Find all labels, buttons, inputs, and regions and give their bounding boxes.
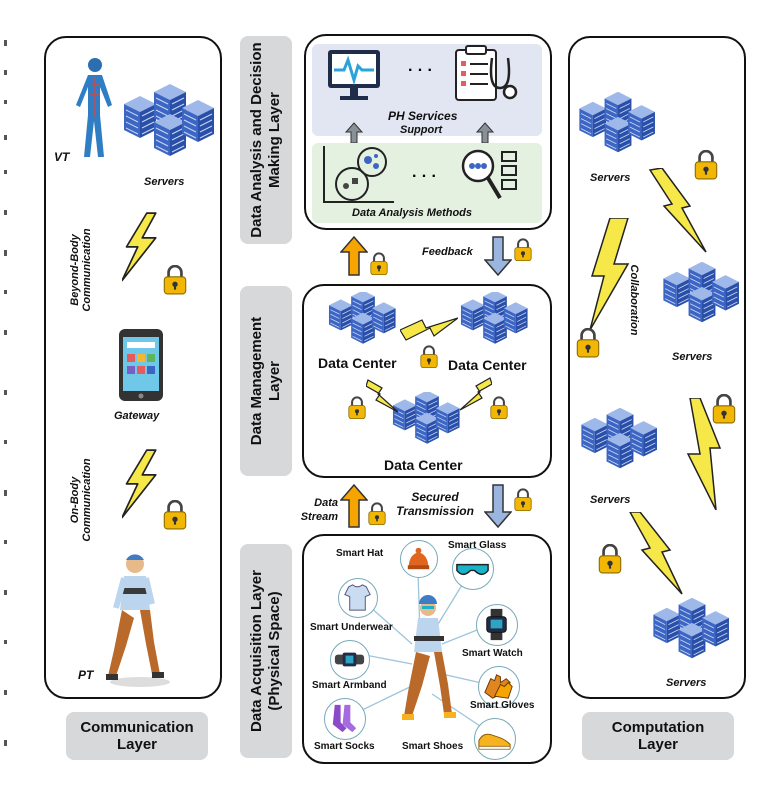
smart-shoes-label: Smart Shoes <box>402 741 464 752</box>
servers-label: Servers <box>666 677 707 689</box>
servers-icon <box>650 598 734 668</box>
smart-glass-label: Smart Glass <box>448 540 507 551</box>
smart-hat-icon <box>400 540 438 578</box>
ph-services-label: PH Services <box>388 109 458 123</box>
up-arrow-icon <box>345 122 363 144</box>
medical-report-icon <box>455 45 518 101</box>
lock-icon <box>576 328 600 358</box>
servers-label: Servers <box>590 494 631 506</box>
servers-icon <box>660 262 744 332</box>
secured-transmission-label: Secured Transmission <box>396 490 474 518</box>
servers-icon <box>576 92 660 162</box>
smart-shoes-icon <box>474 718 516 760</box>
lightning-icon <box>648 168 707 253</box>
beyond-body-label: Beyond-Body Communication <box>69 228 93 312</box>
lock-icon <box>514 488 532 512</box>
magnifier-list-icon <box>461 149 517 200</box>
communication-layer-label: Communication Layer <box>66 712 208 760</box>
acquisition-layer-label: Data Acquisition Layer (Physical Space) <box>240 544 292 758</box>
servers-label: Servers <box>590 172 631 184</box>
lock-icon <box>163 500 187 530</box>
smart-underwear-icon <box>338 578 378 618</box>
lightning-icon <box>589 218 630 330</box>
smart-hat-label: Smart Hat <box>336 548 384 559</box>
gateway-phone-icon <box>119 329 163 401</box>
data-center-icon <box>390 392 464 454</box>
servers-label: Servers <box>144 176 185 188</box>
methods-box <box>312 143 542 223</box>
data-center-icon <box>458 292 532 354</box>
smart-socks-icon <box>324 698 366 740</box>
lightning-icon <box>400 317 458 341</box>
up-arrow-orange-icon <box>340 484 368 528</box>
lock-icon <box>598 544 622 574</box>
smart-watch-label: Smart Watch <box>462 648 523 659</box>
lightning-icon <box>366 379 399 413</box>
physical-twin-person-icon <box>106 554 170 687</box>
sensor-person-icon <box>402 595 456 720</box>
scatter-analysis-icon <box>323 146 394 203</box>
support-label: Support <box>400 124 443 136</box>
ellipsis: · · · <box>408 62 433 79</box>
page-margin-text <box>4 40 7 746</box>
lock-icon <box>370 252 388 276</box>
on-body-label: On-Body Communication <box>69 458 93 542</box>
smart-socks-label: Smart Socks <box>314 741 375 752</box>
servers-label: Servers <box>672 351 713 363</box>
smart-gloves-icon <box>478 666 520 708</box>
lock-icon <box>420 345 438 369</box>
lightning-icon <box>459 377 492 411</box>
lightning-icon <box>686 398 722 510</box>
management-layer-label: Data Management Layer <box>240 286 292 476</box>
vt-label: VT <box>54 150 70 164</box>
collaboration-label: Collaboration <box>628 264 640 336</box>
lightning-icon <box>122 449 157 519</box>
computation-layer-label: Computation Layer <box>582 712 734 760</box>
virtual-twin-icon <box>76 58 112 157</box>
data-center-label: Data Center <box>448 357 527 373</box>
up-arrow-icon <box>476 122 494 144</box>
lock-icon <box>163 265 187 295</box>
smart-gloves-label: Smart Gloves <box>470 700 535 711</box>
down-arrow-blue-icon <box>484 484 512 528</box>
computation-panel <box>568 36 746 699</box>
data-center-icon <box>326 292 400 354</box>
down-arrow-blue-icon <box>484 236 512 276</box>
lock-icon <box>490 396 508 420</box>
lightning-icon <box>122 212 157 282</box>
servers-icon <box>120 82 220 162</box>
data-center-label: Data Center <box>384 457 463 473</box>
smart-glass-icon <box>452 548 494 590</box>
ellipsis: · · · <box>412 168 437 185</box>
smart-armband-icon <box>330 640 370 680</box>
monitor-icon <box>328 50 380 100</box>
analysis-methods-label: Data Analysis Methods <box>352 207 473 219</box>
smart-watch-icon <box>476 604 518 646</box>
lock-icon <box>348 396 366 420</box>
pt-label: PT <box>78 668 94 682</box>
feedback-label: Feedback <box>422 246 473 258</box>
lock-icon <box>368 502 386 526</box>
smart-armband-label: Smart Armband <box>312 680 387 691</box>
lightning-icon <box>629 512 683 595</box>
servers-icon <box>578 408 662 478</box>
lock-icon <box>514 238 532 262</box>
data-stream-label: Data Stream <box>300 497 338 523</box>
gateway-label: Gateway <box>114 410 160 422</box>
data-center-label: Data Center <box>318 355 397 371</box>
smart-underwear-label: Smart Underwear <box>310 622 393 633</box>
analysis-layer-label: Data Analysis and Decision Making Layer <box>240 36 292 244</box>
up-arrow-orange-icon <box>340 236 368 276</box>
